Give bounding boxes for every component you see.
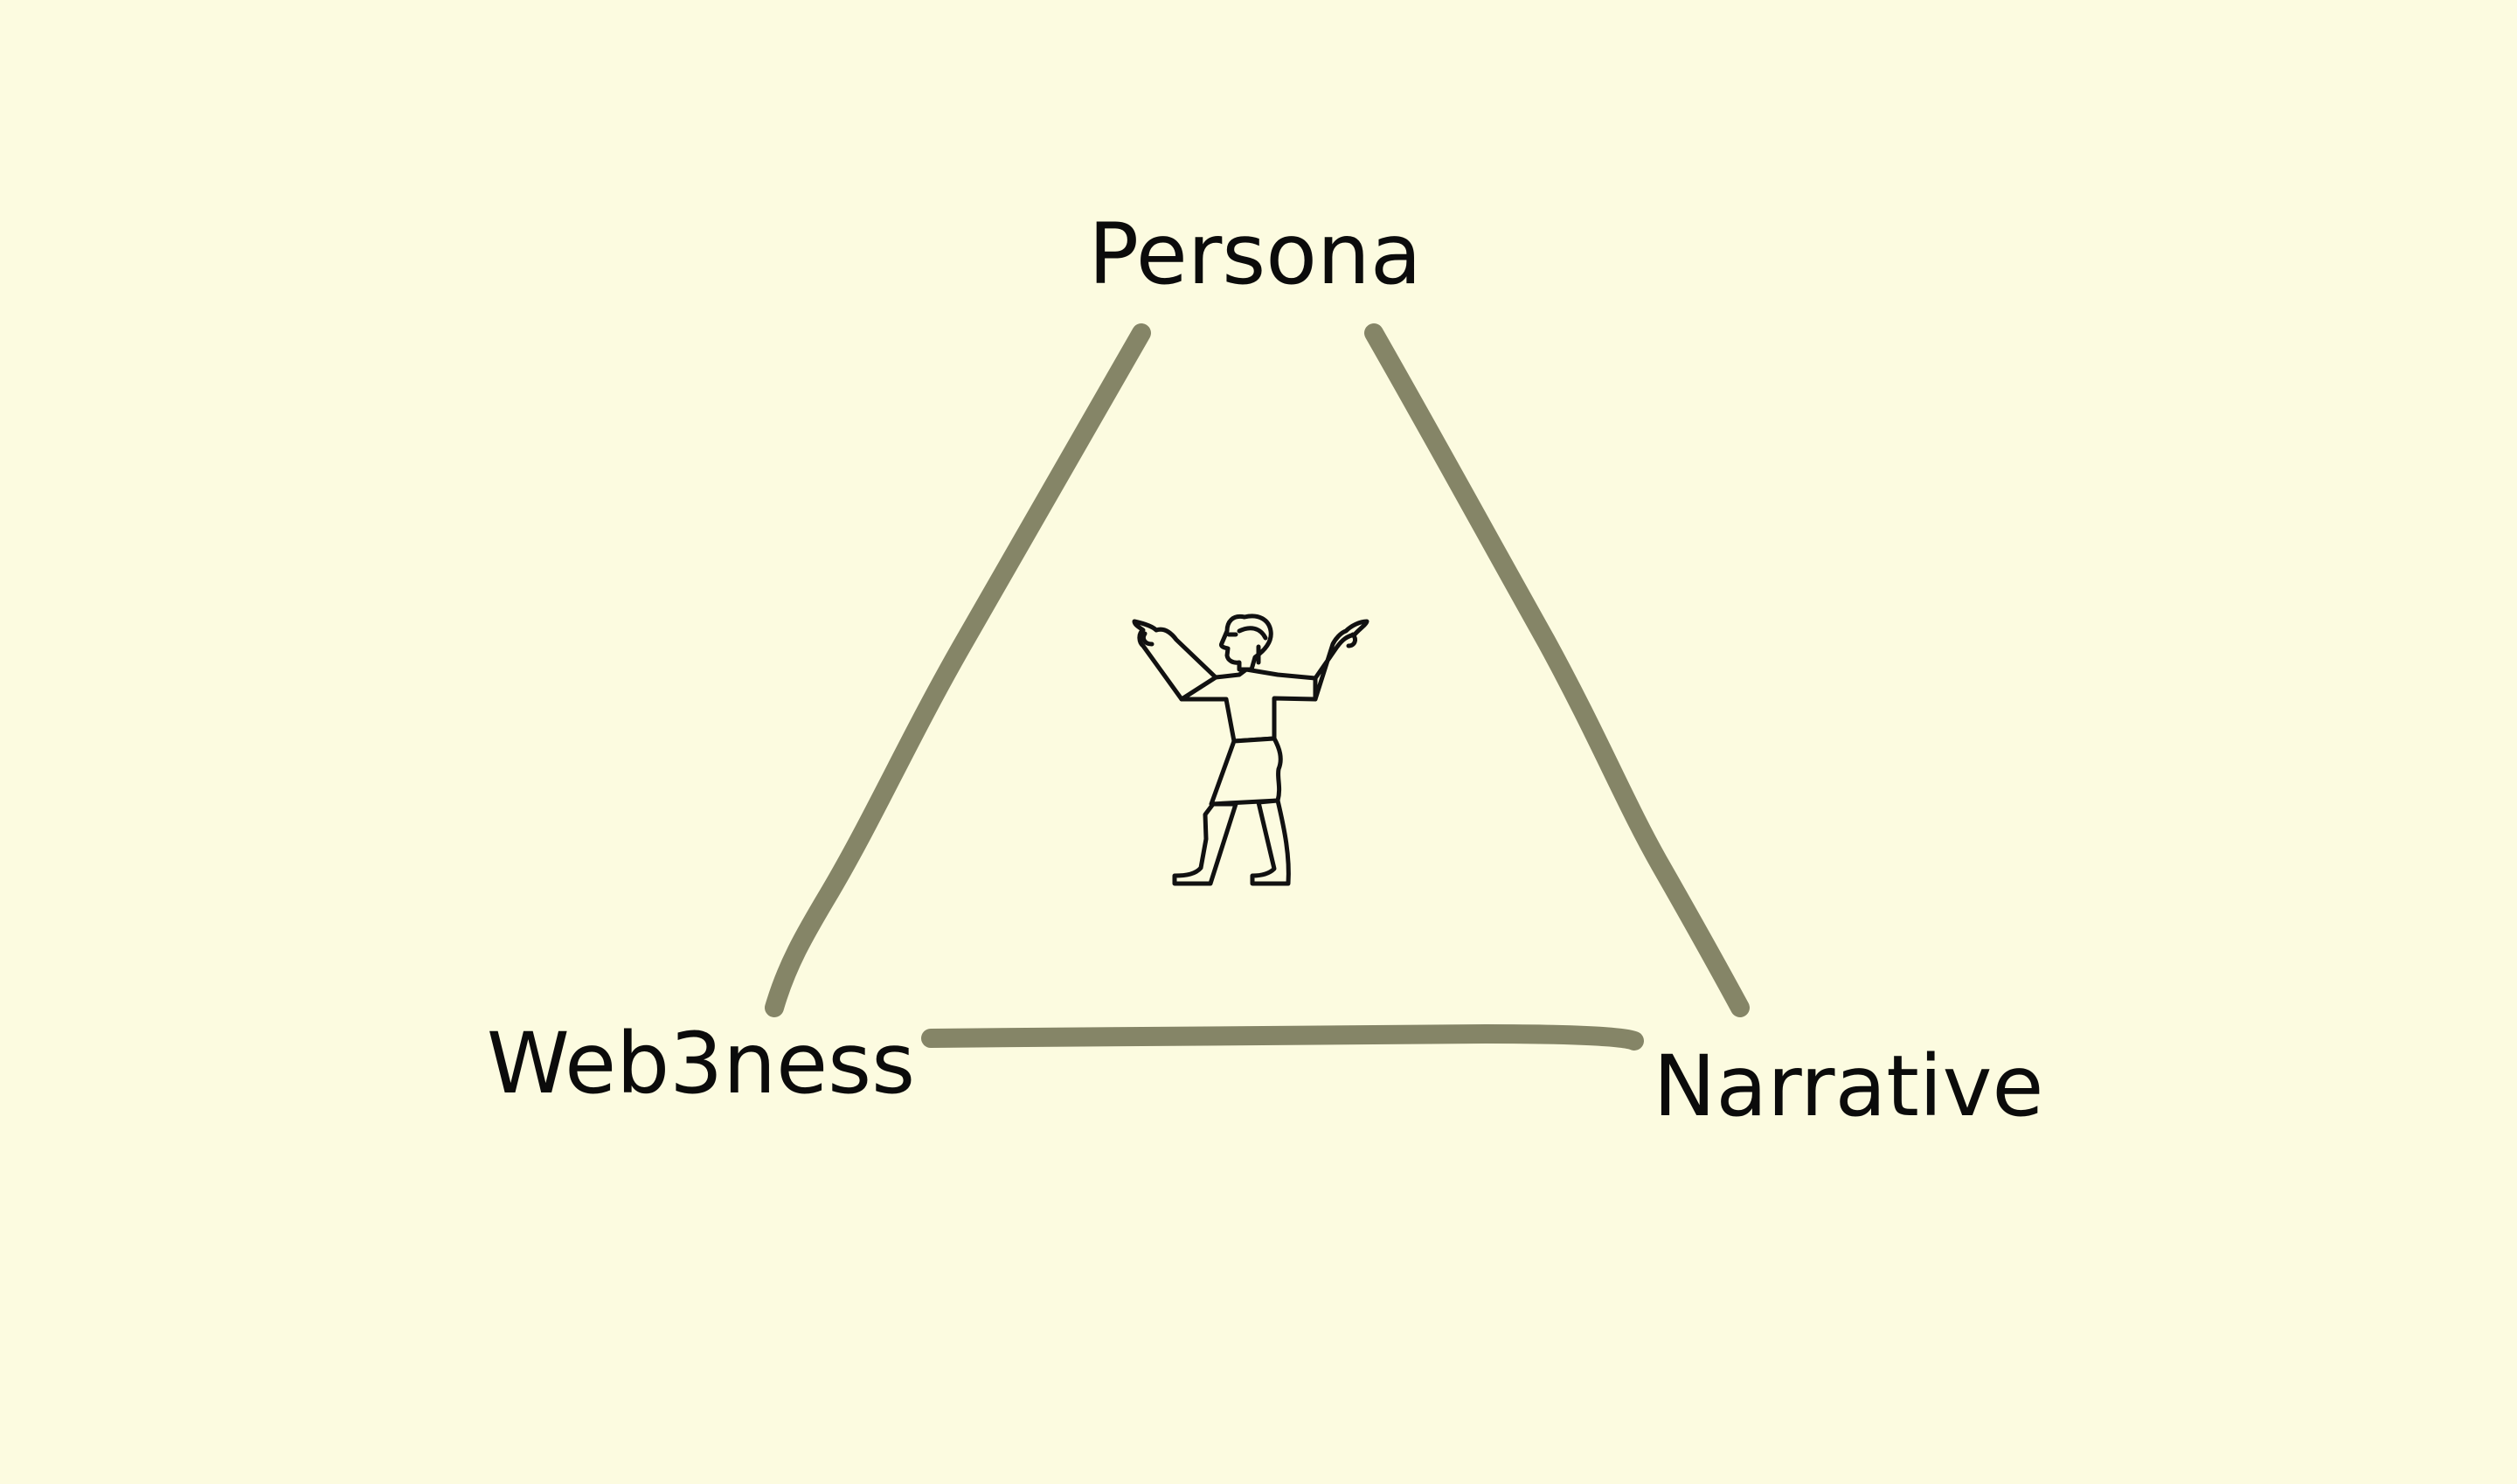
edge-persona-narrative [1364,323,1750,1017]
vertex-label-web3ness: Web3ness [487,1015,915,1113]
egyptian-hieroglyph-man-arms-raised-icon [1132,614,1369,886]
vertex-label-narrative: Narrative [1654,1037,2044,1135]
edge-web3ness-narrative [921,1024,1644,1051]
vertex-label-persona: Persona [1088,205,1421,303]
edge-persona-web3ness [765,323,1151,1017]
